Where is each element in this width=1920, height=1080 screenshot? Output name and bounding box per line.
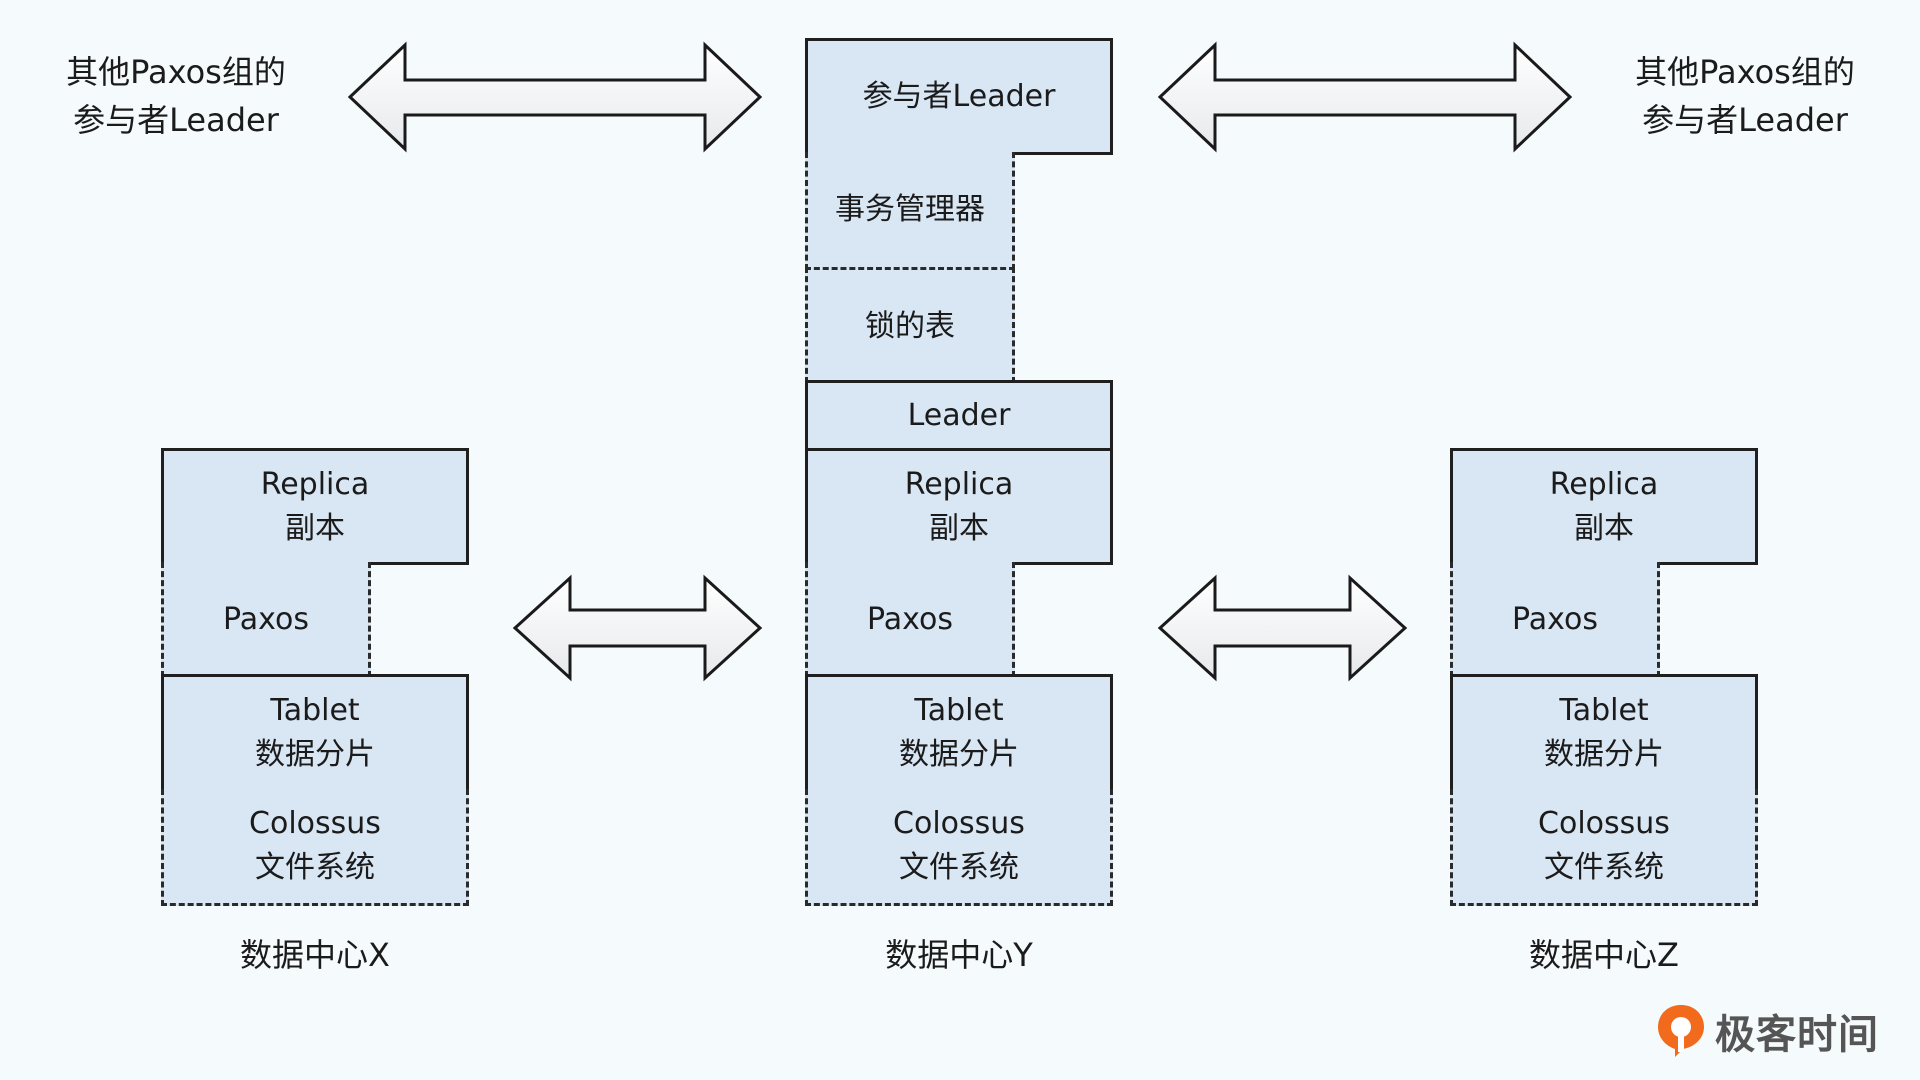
colossus-box-z: Colossus 文件系统 <box>1450 789 1758 906</box>
datacenter-caption-z: 数据中心Z <box>1529 936 1679 974</box>
replica-box-x: Replica 副本 <box>161 448 469 565</box>
replica-box-y: Replica 副本 <box>805 448 1113 565</box>
geektime-logo-icon <box>1658 1005 1704 1057</box>
tablet-box-z: Tablet 数据分片 <box>1450 674 1758 792</box>
double-arrow-middle-left <box>512 574 763 682</box>
transaction-manager-box: 事务管理器 <box>805 152 1015 270</box>
paxos-box-x: Paxos <box>161 562 371 677</box>
leader-box: Leader <box>805 380 1113 451</box>
participant-leader-box: 参与者Leader <box>805 38 1113 155</box>
tablet-box-x: Tablet 数据分片 <box>161 674 469 792</box>
paxos-box-y: Paxos <box>805 562 1015 677</box>
paxos-box-z: Paxos <box>1450 562 1660 677</box>
colossus-box-x: Colossus 文件系统 <box>161 789 469 906</box>
datacenter-caption-x: 数据中心X <box>240 936 390 974</box>
geektime-logo: 极客时间 <box>1655 1002 1879 1060</box>
datacenter-caption-y: 数据中心Y <box>885 936 1033 974</box>
right-participant-leader-label: 其他Paxos组的 参与者Leader <box>1635 53 1855 139</box>
tablet-box-y: Tablet 数据分片 <box>805 674 1113 792</box>
left-participant-leader-label: 其他Paxos组的 参与者Leader <box>66 53 286 139</box>
double-arrow-middle-right <box>1157 574 1408 682</box>
double-arrow-top-right <box>1157 41 1573 153</box>
colossus-box-y: Colossus 文件系统 <box>805 789 1113 906</box>
double-arrow-top-left <box>347 41 763 153</box>
geektime-logo-text: 极客时间 <box>1715 1012 1879 1058</box>
replica-box-z: Replica 副本 <box>1450 448 1758 565</box>
lock-table-box: 锁的表 <box>805 267 1015 383</box>
